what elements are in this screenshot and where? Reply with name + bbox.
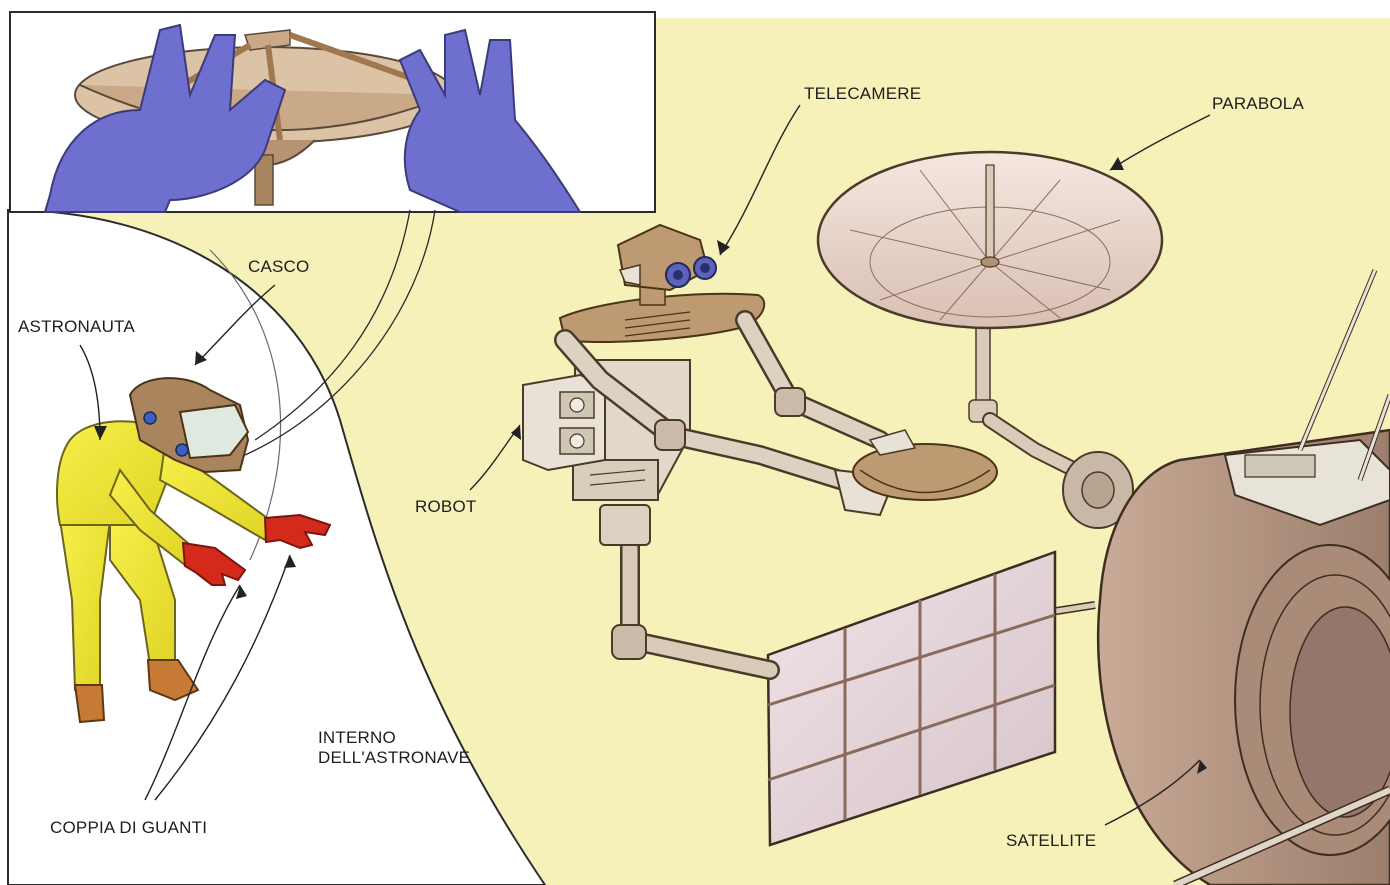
label-casco: CASCO [248, 257, 309, 277]
label-robot: ROBOT [415, 497, 476, 517]
label-astronauta: ASTRONAUTA [18, 317, 135, 337]
label-interno-astronave: INTERNO DELL'ASTRONAVE [318, 728, 470, 768]
label-coppia-di-guanti: COPPIA DI GUANTI [50, 818, 207, 838]
label-parabola: PARABOLA [1212, 94, 1304, 114]
label-telecamere: TELECAMERE [804, 84, 921, 104]
label-satellite: SATELLITE [1006, 831, 1096, 851]
